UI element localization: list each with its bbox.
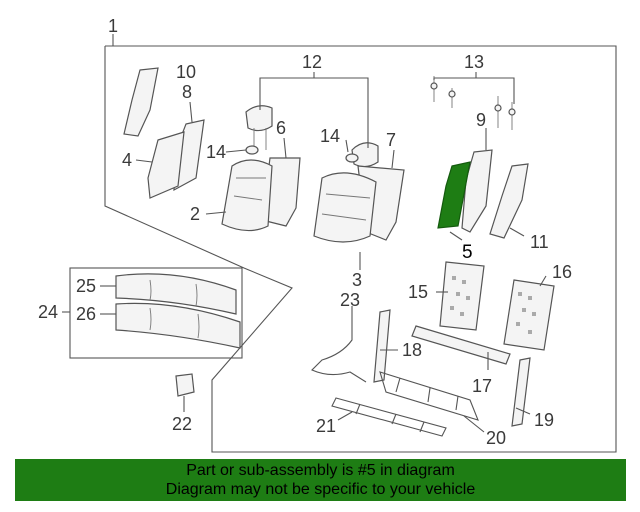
callout-19: 19 <box>534 410 554 430</box>
part-14-clip-right[interactable] <box>345 153 359 163</box>
part-12-headrest-left[interactable] <box>245 105 273 132</box>
part-26-cushion[interactable] <box>115 302 241 349</box>
footer-banner: Part or sub-assembly is #5 in diagram Di… <box>15 459 626 501</box>
callout-23: 23 <box>340 290 360 310</box>
assembly-outline <box>104 45 617 453</box>
part-4-panel[interactable] <box>147 131 185 199</box>
callout-13: 13 <box>464 52 484 72</box>
part-10-bolster[interactable] <box>123 67 159 137</box>
callout-11: 11 <box>530 232 549 252</box>
part-13-bolts[interactable] <box>430 76 516 130</box>
footer-line-2: Diagram may not be specific to your vehi… <box>165 481 476 498</box>
callout-3: 3 <box>352 270 362 290</box>
callout-16: 16 <box>552 262 572 282</box>
callout-17: 17 <box>472 376 492 396</box>
callout-21: 21 <box>316 416 336 436</box>
callout-10: 10 <box>176 62 196 82</box>
callout-4: 4 <box>122 150 132 170</box>
callout-12: 12 <box>302 52 322 72</box>
part-14-clip-left[interactable] <box>245 145 259 155</box>
callout-14b: 14 <box>320 126 340 146</box>
part-2-seatback-left[interactable] <box>221 159 273 232</box>
part-3-seatback-right[interactable] <box>313 172 377 243</box>
callout-26: 26 <box>76 304 96 324</box>
callout-18: 18 <box>402 340 422 360</box>
part-17-bar[interactable] <box>411 325 511 365</box>
part-19-bracket[interactable] <box>511 357 531 427</box>
callout-24: 24 <box>38 302 58 322</box>
part-21-frame[interactable] <box>331 397 447 437</box>
callout-22: 22 <box>172 414 192 434</box>
part-22-clip[interactable] <box>175 373 195 397</box>
leader-lines <box>62 34 547 433</box>
part-15-plate[interactable] <box>439 261 485 331</box>
callout-20: 20 <box>486 428 506 448</box>
callout-9: 9 <box>476 110 486 130</box>
callout-5: 5 <box>462 242 473 263</box>
cushion-subbox <box>69 267 243 359</box>
part-23-harness[interactable] <box>311 318 367 383</box>
callout-25: 25 <box>76 276 96 296</box>
part-25-cushion[interactable] <box>115 273 237 315</box>
part-16-plate[interactable] <box>503 279 555 351</box>
callout-14a: 14 <box>206 142 226 162</box>
callout-8: 8 <box>182 82 192 102</box>
footer-line-1: Part or sub-assembly is #5 in diagram <box>186 462 455 479</box>
callout-7: 7 <box>386 130 396 150</box>
part-5-highlighted[interactable] <box>437 161 471 229</box>
part-11-sidepanel[interactable] <box>489 163 529 239</box>
callout-1: 1 <box>108 16 118 36</box>
callout-6: 6 <box>276 118 286 138</box>
callout-15: 15 <box>408 282 428 302</box>
callout-2: 2 <box>190 204 200 224</box>
part-18-bracket[interactable] <box>373 309 391 383</box>
part-20-frame[interactable] <box>379 371 479 421</box>
